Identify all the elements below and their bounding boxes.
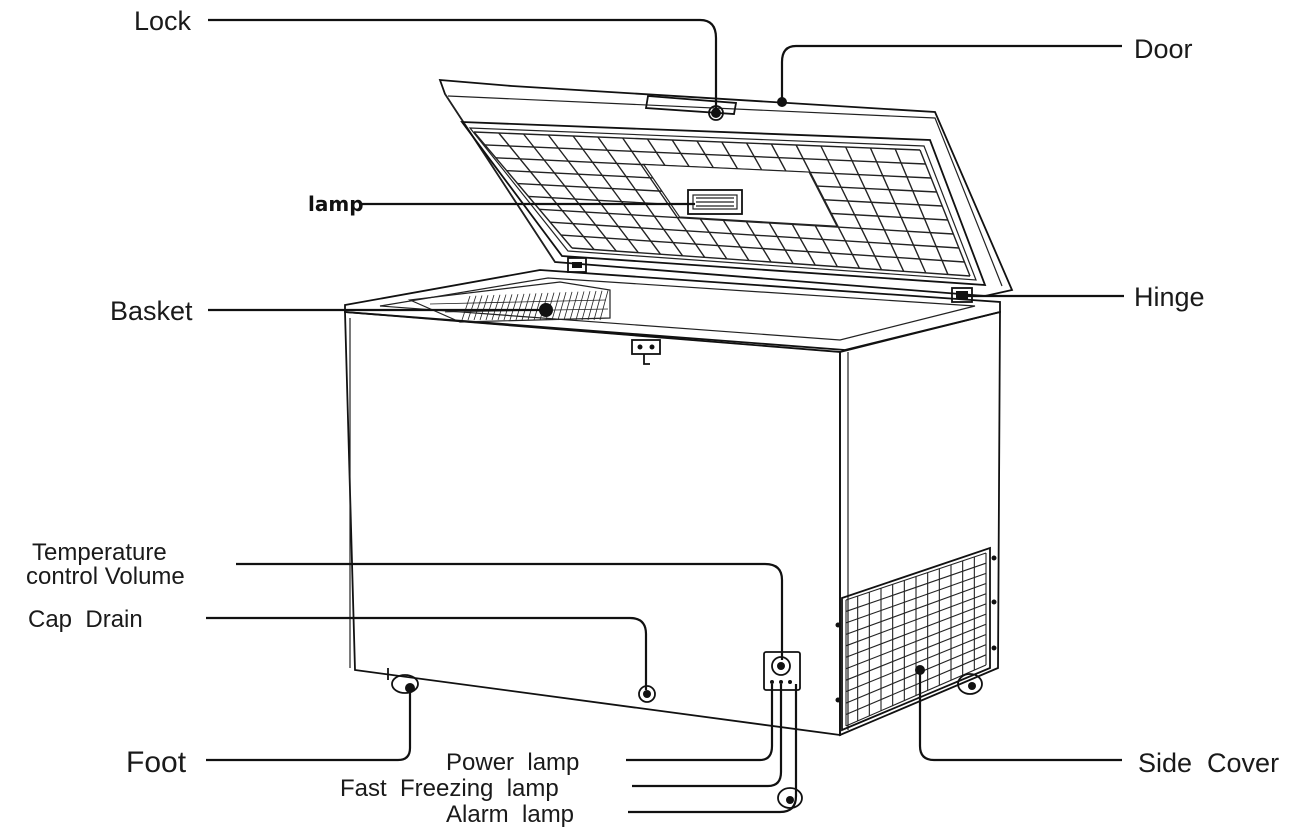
caster-front-right (777, 787, 803, 809)
side-cover-grille-mesh (845, 552, 987, 727)
leader-lines (206, 18, 1124, 814)
label-alarm-lamp: Alarm lamp (446, 801, 574, 828)
label-power-lamp: Power lamp (446, 749, 579, 776)
label-hinge: Hinge (1134, 282, 1205, 312)
label-door: Door (1134, 34, 1193, 64)
lid-lamp-housing (687, 189, 743, 215)
label-temperature-line2: control Volume (26, 563, 185, 590)
basket-illustration (407, 281, 611, 323)
side-cover-grille-frame (841, 546, 991, 732)
label-fast-freezing-lamp: Fast Freezing lamp (340, 775, 559, 802)
label-temperature-line1: Temperature (32, 539, 167, 566)
label-cap-drain: Cap Drain (28, 606, 143, 633)
chest-freezer-illustration (344, 78, 1014, 809)
cabinet-side-panel (839, 310, 1001, 737)
label-basket: Basket (110, 296, 193, 326)
caster-side-right (957, 673, 983, 695)
cabinet-front-panel (344, 311, 841, 737)
door-grid-pattern (473, 131, 971, 277)
caster-front-left (387, 668, 419, 694)
front-latch (631, 339, 661, 365)
labels: Lock Door lamp Basket Hinge Temperature … (26, 6, 1279, 828)
label-side-cover: Side Cover (1138, 748, 1279, 778)
label-lock: Lock (134, 6, 192, 36)
door-inner-panel (460, 121, 987, 286)
label-lamp: lamp (308, 192, 364, 216)
label-foot: Foot (126, 746, 187, 779)
